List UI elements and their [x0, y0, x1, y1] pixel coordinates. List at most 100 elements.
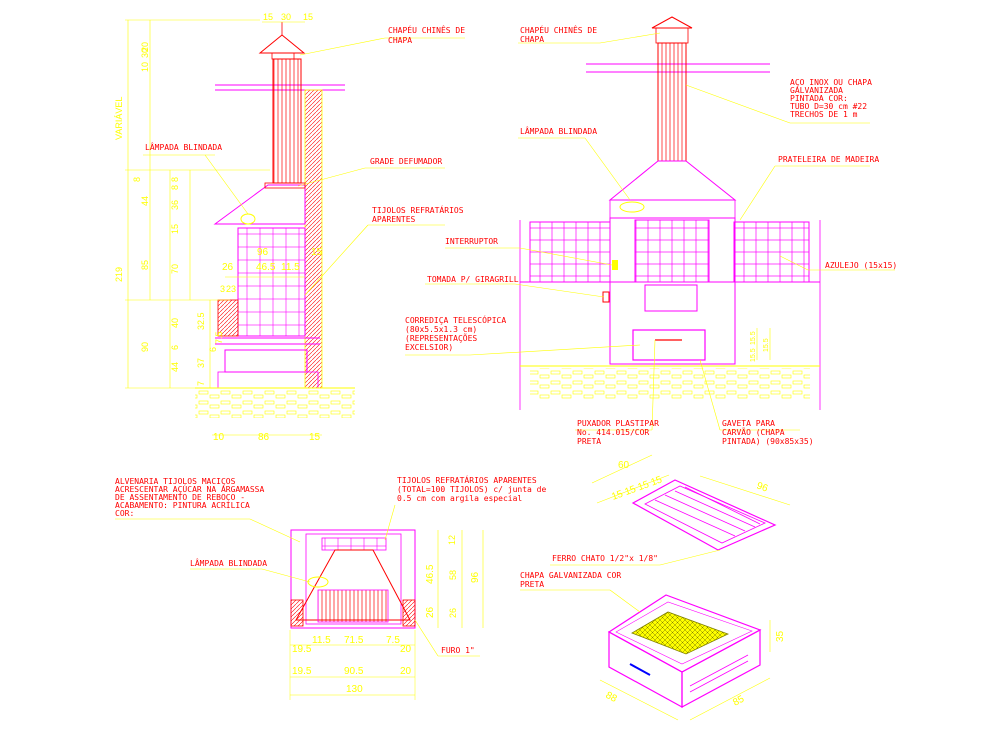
dim-15-vert: 15: [170, 224, 180, 234]
tiles-left: [529, 221, 611, 283]
label-handle-3: PRETA: [577, 437, 601, 446]
label-wood-shelf: PRATELEIRA DE MADEIRA: [778, 155, 879, 164]
flue-tube-front: [657, 42, 687, 162]
flue-tube-side: [272, 58, 302, 184]
label-masonry-2: ACRESCENTAR AÇÚCAR NA ARGAMASSA: [115, 483, 264, 494]
dim-7-5: 7.5: [214, 331, 224, 344]
chinese-hat-cap-front: [651, 16, 693, 29]
label-shielded-lamp-side: LÂMPADA BLINDADA: [145, 141, 222, 152]
dim-19-5-b: 19.5: [292, 666, 312, 677]
dim-85-box: 85: [731, 694, 746, 709]
switch: [612, 260, 618, 270]
dim-219: 219: [114, 267, 124, 282]
dim-top-15a: 15: [263, 12, 273, 22]
refractory-bricks-side: [237, 227, 306, 337]
dim-15-side: 15: [311, 247, 323, 258]
dim-46-5: 46.5: [256, 262, 276, 273]
shielded-lamp-front: [619, 201, 645, 213]
drawer-label: DESLIZADOR: [242, 357, 290, 366]
dim-23: 23: [226, 284, 236, 294]
dim-10-base: 10: [213, 432, 225, 443]
ground-front: [530, 368, 810, 400]
label-masonry-5: COR:: [115, 509, 134, 518]
label-slide-4: EXCELSIOR): [405, 343, 453, 352]
dim-6a: 6: [170, 345, 180, 350]
label-plan-refractory-1: TIJOLOS REFRATÁRIOS APARENTES: [397, 474, 537, 485]
label-plan-refractory-3: 0.5 cm com argila especial: [397, 494, 522, 503]
refractory-bricks-front: [634, 219, 710, 283]
front-elevation-view: 15.5 15.5 15.5 CHAPÉU CHINÊS DE CHAPA AÇ…: [405, 16, 897, 446]
label-tile: AZULEJO (15x15): [825, 261, 897, 270]
dim-90-5: 90.5: [344, 666, 364, 677]
label-grill-socket: TOMADA P/ GIRAGRILL: [427, 275, 519, 284]
dim-20-b: 20: [400, 666, 412, 677]
label-galvanized-1: CHAPA GALVANIZADA COR: [520, 571, 621, 580]
label-switch: INTERRUPTOR: [445, 237, 498, 246]
label-chinese-hat-front-2: CHAPA: [520, 35, 544, 44]
dim-96-grate: 96: [755, 480, 770, 494]
dim-15-5-a: 15.5: [750, 331, 757, 345]
ground-side: [195, 388, 355, 418]
dim-7: 7: [196, 381, 206, 386]
dim-85: 85: [140, 260, 150, 270]
chinese-hat-cap-side: [258, 34, 306, 54]
label-chinese-hat-front-1: CHAPÉU CHINÊS DE: [520, 24, 597, 35]
label-chinese-hat-2: CHAPA: [388, 36, 412, 45]
dim-11-5: 11.5: [281, 262, 300, 273]
label-steel-2: GALVANIZADA: [790, 86, 843, 95]
drawer-handle: [629, 663, 651, 676]
dim-15-5-c: 15.5: [763, 338, 770, 352]
hood-side: [213, 184, 306, 225]
dim-top-15b: 15: [303, 12, 313, 22]
tiles-right: [733, 221, 810, 283]
label-chinese-hat-1: CHAPÉU CHINÊS DE: [388, 24, 465, 35]
label-steel-3: PINTADA COR:: [790, 94, 848, 103]
dim-6b: 6: [208, 347, 218, 352]
dim-58: 58: [448, 570, 458, 580]
dim-35-box: 35: [775, 630, 786, 642]
dim-11-5-plan: 11.5: [312, 635, 331, 646]
dim-71-5: 71.5: [344, 635, 364, 646]
label-drawer-3: PINTADA) (90x85x35): [722, 437, 814, 446]
label-hole: FURO 1": [441, 646, 475, 655]
label-masonry-4: ACABAMENTO: PINTURA ACRÍLICA: [115, 499, 250, 510]
dim-32-5: 32.5: [196, 312, 206, 330]
drawer-box-detail: 35 88 85 CHAPA GALVANIZADA COR PRETA: [520, 571, 786, 721]
dim-44b: 44: [170, 362, 180, 372]
flat-iron-grate: [631, 479, 777, 551]
galvanized-sheet-tray: [631, 611, 730, 655]
dim-26-plan-b: 26: [448, 608, 458, 618]
dim-12-plan: 12: [447, 535, 457, 545]
side-section-view: DESLIZADOR 15 30 15 30 10 20 VARIÁVEL 8 …: [114, 12, 465, 443]
dim-8b: 8: [170, 177, 180, 182]
label-shielded-lamp-front: LÂMPADA BLINDADA: [520, 125, 597, 136]
dim-46-5-plan: 46.5: [425, 564, 436, 584]
dim-8c: 8: [170, 185, 180, 190]
dim-96-plan: 96: [470, 571, 481, 583]
shielded-lamp-side: [240, 213, 256, 225]
shielded-lamp-plan: [307, 576, 329, 588]
label-refractory-1: TIJOLOS REFRATÁRIOS: [372, 204, 464, 215]
label-galvanized-2: PRETA: [520, 580, 544, 589]
dim-30-vert: 30: [140, 48, 150, 58]
label-shielded-lamp-plan: LÂMPADA BLINDADA: [190, 557, 267, 568]
label-slide-1: CORREDIÇA TELESCÓPICA: [405, 314, 506, 325]
dim-90: 90: [140, 342, 150, 352]
label-steel-5: TRECHOS DE 1 m: [790, 110, 858, 119]
dim-37: 37: [196, 358, 206, 368]
label-slide-3: (REPRESENTAÇÕES: [405, 332, 477, 343]
dim-20-a: 20: [400, 644, 412, 655]
label-masonry-3: DE ASSENTAMENTO DE REBOCO -: [115, 493, 245, 502]
label-plan-refractory-2: (TOTAL=100 TIJOLOS) c/ junta de: [397, 485, 546, 494]
dim-19-5-a: 19.5: [292, 644, 312, 655]
plan-view: 11.5 71.5 7.5 19.5 20 19.5 90.5 20 130 1…: [115, 474, 546, 700]
dim-top-30: 30: [281, 12, 291, 22]
dim-26-plan-a: 26: [425, 606, 436, 618]
dim-3: 3: [220, 284, 225, 294]
grate-detail: 60 15 15 15 15 96 FERRO CHATO 1/2"x 1/8": [550, 454, 791, 566]
dim-70: 70: [170, 264, 180, 274]
dim-36: 36: [170, 200, 180, 210]
dim-8a: 8: [132, 177, 142, 182]
